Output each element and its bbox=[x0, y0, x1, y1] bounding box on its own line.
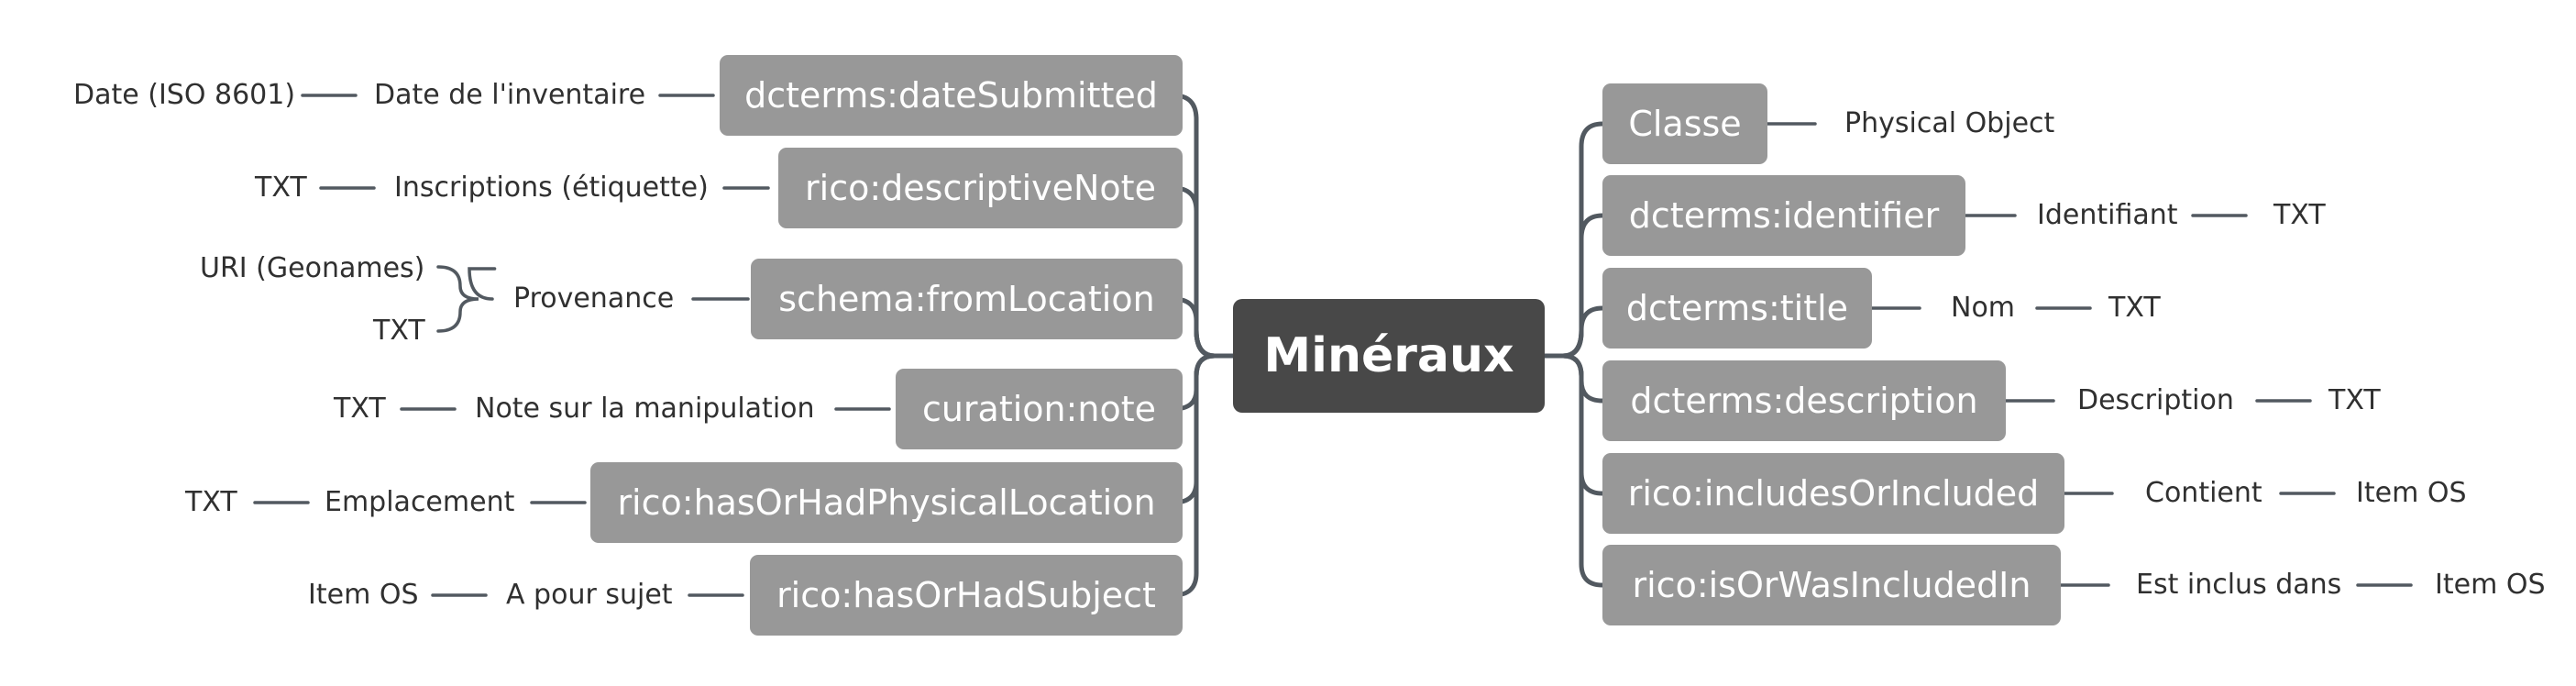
type-txt: TXT bbox=[2328, 384, 2381, 416]
label-est-inclus-dans: Est inclus dans bbox=[2136, 569, 2342, 601]
label-nom: Nom bbox=[1951, 292, 2016, 324]
property-node-description[interactable]: dcterms:description bbox=[1602, 360, 2006, 441]
label-note-manipulation: Note sur la manipulation bbox=[475, 393, 815, 425]
label-emplacement: Emplacement bbox=[325, 486, 515, 518]
type-txt: TXT bbox=[334, 393, 386, 425]
property-node-title[interactable]: dcterms:title bbox=[1602, 268, 1872, 349]
type-uri-geonames: URI (Geonames) bbox=[200, 252, 425, 284]
connector-left-6 bbox=[1171, 353, 1217, 598]
type-item-os: Item OS bbox=[2435, 569, 2546, 601]
label-contient: Contient bbox=[2145, 477, 2262, 509]
type-txt: TXT bbox=[373, 315, 425, 347]
property-node-descriptiveNote[interactable]: rico:descriptiveNote bbox=[778, 148, 1183, 228]
property-node-isOrWasIncludedIn[interactable]: rico:isOrWasIncludedIn bbox=[1602, 545, 2061, 625]
label-identifiant: Identifiant bbox=[2037, 199, 2178, 231]
property-node-curation-note[interactable]: curation:note bbox=[896, 369, 1183, 449]
property-node-hasOrHadPhysicalLocation[interactable]: rico:hasOrHadPhysicalLocation bbox=[590, 462, 1183, 543]
property-node-hasOrHadSubject[interactable]: rico:hasOrHadSubject bbox=[750, 555, 1183, 636]
type-txt: TXT bbox=[255, 172, 307, 204]
label-description: Description bbox=[2077, 384, 2234, 416]
property-node-dateSubmitted[interactable]: dcterms:dateSubmitted bbox=[720, 55, 1183, 136]
type-item-os: Item OS bbox=[2356, 477, 2467, 509]
type-txt: TXT bbox=[2108, 292, 2161, 324]
type-txt: TXT bbox=[2273, 199, 2326, 231]
label-date-inventaire: Date de l'inventaire bbox=[374, 79, 646, 111]
label-inscriptions: Inscriptions (étiquette) bbox=[394, 172, 709, 204]
connector-left-3 bbox=[1171, 296, 1217, 359]
property-node-classe[interactable]: Classe bbox=[1602, 83, 1767, 164]
type-item-os: Item OS bbox=[308, 579, 419, 611]
type-date-iso: Date (ISO 8601) bbox=[73, 79, 296, 111]
connector-right-3 bbox=[1560, 305, 1605, 359]
property-node-includesOrIncluded[interactable]: rico:includesOrIncluded bbox=[1602, 453, 2064, 534]
property-node-fromLocation[interactable]: schema:fromLocation bbox=[751, 259, 1183, 339]
label-a-pour-sujet: A pour sujet bbox=[506, 579, 673, 611]
central-topic[interactable]: Minéraux bbox=[1233, 299, 1545, 413]
type-txt: TXT bbox=[185, 486, 237, 518]
connector-right-6 bbox=[1560, 353, 1605, 588]
property-node-identifier[interactable]: dcterms:identifier bbox=[1602, 175, 1965, 256]
label-provenance: Provenance bbox=[513, 282, 675, 315]
label-physical-object: Physical Object bbox=[1844, 107, 2055, 139]
